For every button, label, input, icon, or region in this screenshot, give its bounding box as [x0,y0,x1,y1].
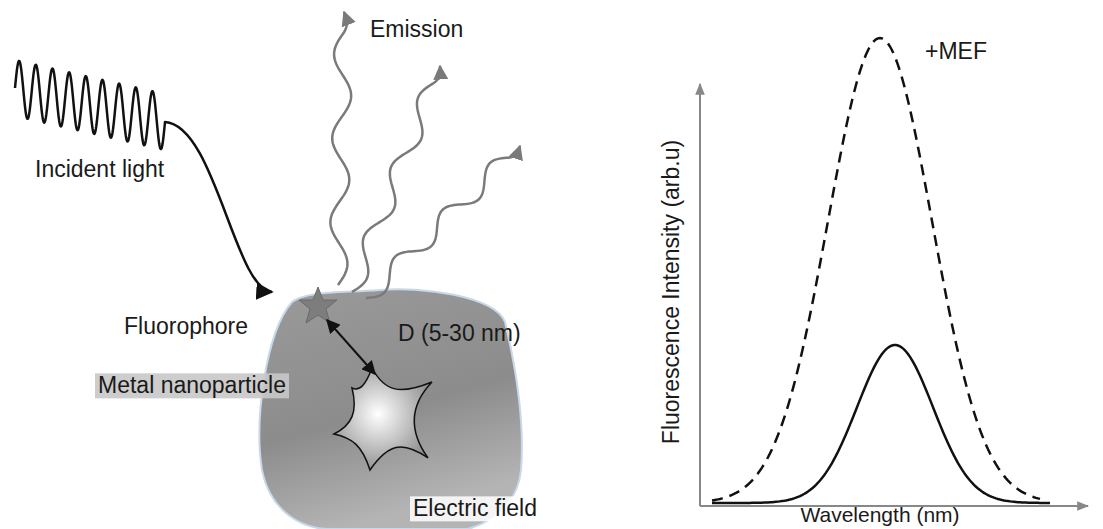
enhanced-spectrum [712,38,1040,500]
fluorophore-label: Fluorophore [124,314,248,339]
emission-arrow [330,12,351,285]
emission-arrow [366,146,520,298]
incident-light-label: Incident light [35,157,164,182]
emission-label: Emission [370,17,463,42]
nanoparticle-label: Metal nanoparticle [95,373,289,398]
metal-nanoparticle [334,368,432,470]
incident-wave [15,61,272,292]
emission-arrow [352,66,440,292]
electric-field-region [260,289,522,529]
mef-label: +MEF [925,39,987,64]
electric-field-label: Electric field [410,496,540,521]
distance-label: D (5-30 nm) [398,321,521,346]
y-axis-title: Fluorescence Intensity (arb.u) [659,140,684,444]
x-axis-title: Wavelength (nm) [800,504,959,527]
y-axis [699,84,701,506]
fluorophore-star [299,287,337,323]
plain-spectrum [712,345,1050,503]
distance-arrow [327,320,375,374]
